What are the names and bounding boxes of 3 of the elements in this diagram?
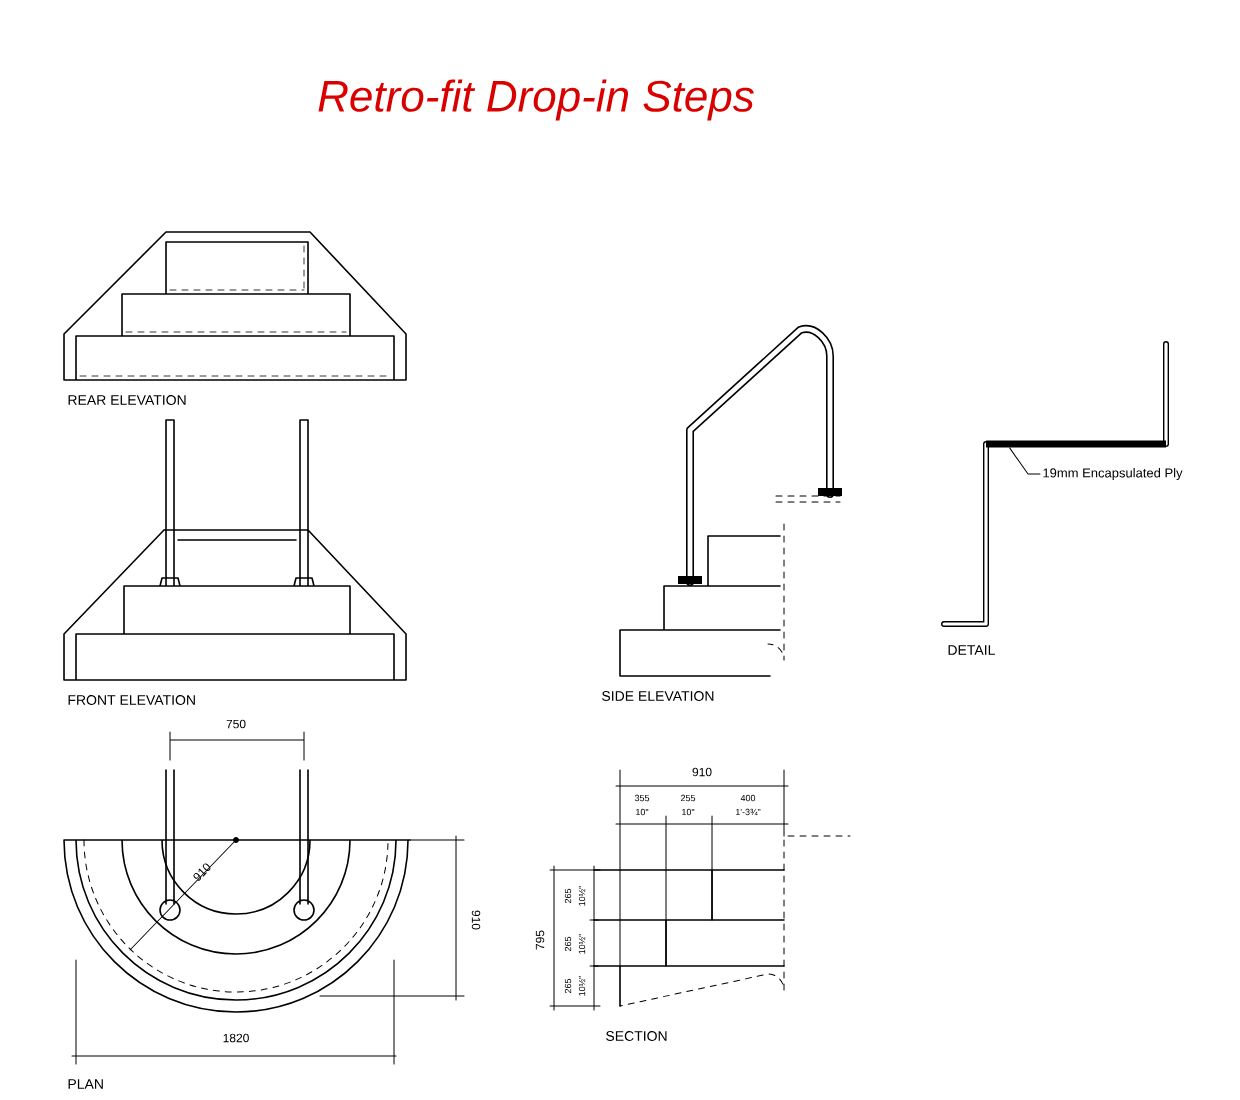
leader-target-bar <box>986 440 1166 448</box>
title: Retro-fit Drop-in Steps <box>318 79 754 121</box>
leader-line <box>1009 447 1041 475</box>
